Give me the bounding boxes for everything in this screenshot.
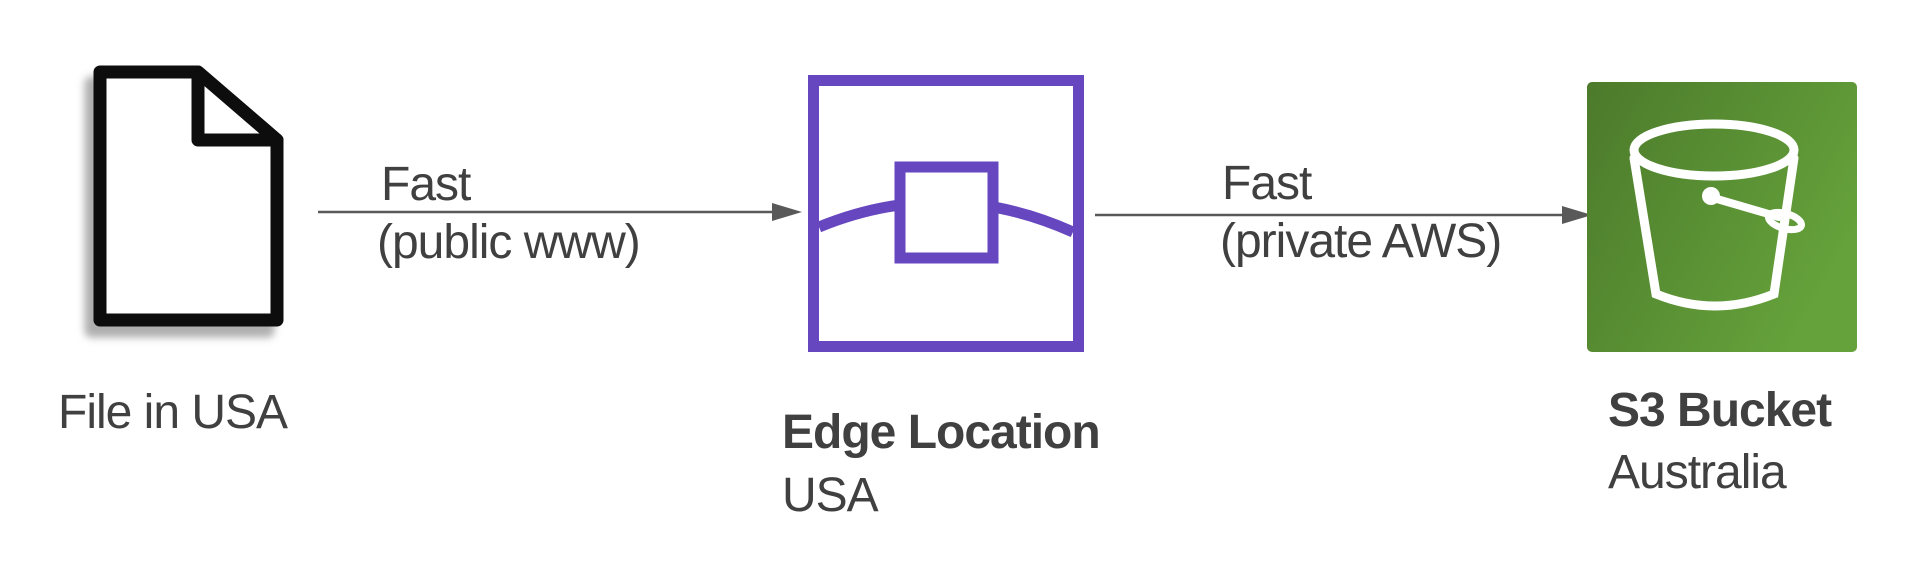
edge-location-title: Edge Location xyxy=(782,406,1101,459)
edge-location-icon xyxy=(808,75,1084,352)
edge-location-subtitle: USA xyxy=(782,469,879,522)
connector-file-to-edge-label-top: Fast xyxy=(381,158,471,211)
connector-edge-to-s3-label-bottom: (private AWS) xyxy=(1220,215,1502,268)
file-node-label: File in USA xyxy=(58,386,288,439)
connector-file-to-edge-label-bottom: (public www) xyxy=(377,216,641,269)
arrow-right-icon xyxy=(1095,206,1592,224)
s3-bucket-title: S3 Bucket xyxy=(1608,384,1832,437)
connector-edge-to-s3-label-top: Fast xyxy=(1222,157,1312,210)
s3-bucket-subtitle: Australia xyxy=(1608,446,1787,499)
arrow-right-icon xyxy=(318,203,802,221)
document-icon xyxy=(93,65,284,327)
s3-bucket-icon xyxy=(1587,82,1857,352)
